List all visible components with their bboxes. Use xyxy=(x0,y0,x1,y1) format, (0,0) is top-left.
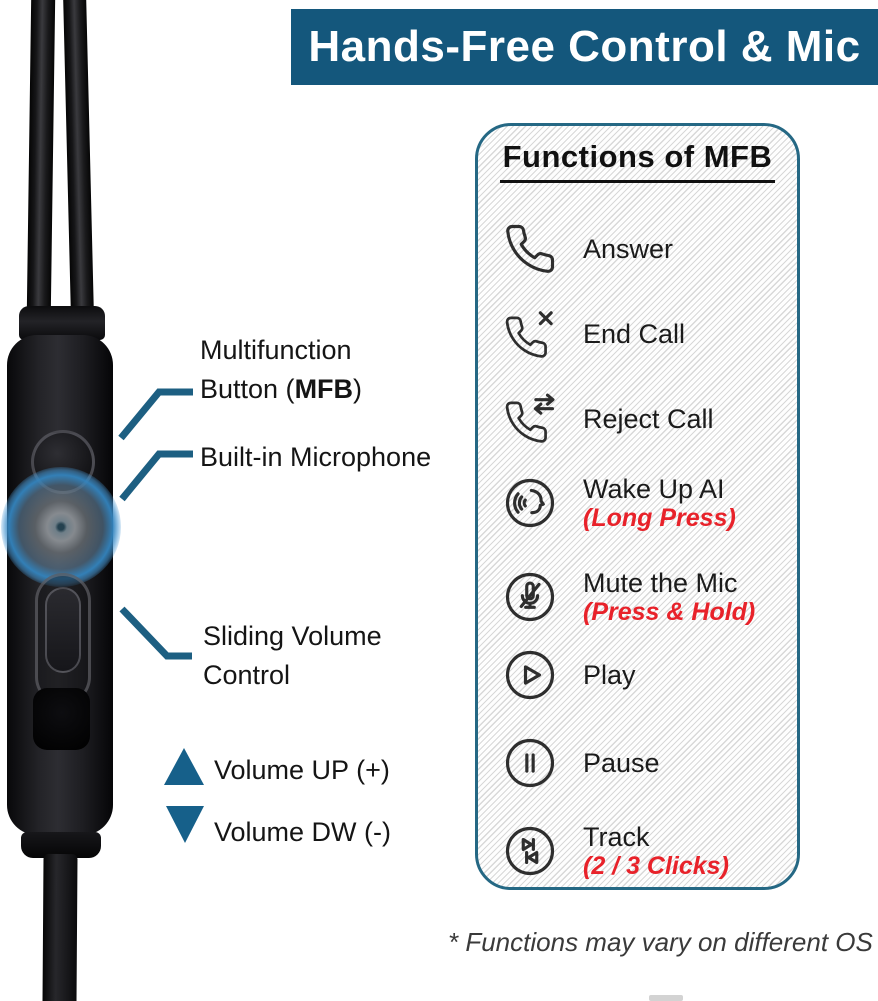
function-row-end-call: End Call xyxy=(503,307,685,361)
cable-right xyxy=(63,0,94,317)
volume-up-triangle-icon xyxy=(164,748,204,785)
callout-line-slider xyxy=(119,606,192,660)
phone-answer-icon xyxy=(506,224,555,273)
volume-markings-window xyxy=(33,688,90,750)
function-label: Mute the Mic xyxy=(583,568,738,598)
remote-bottom-collar xyxy=(21,832,101,858)
function-row-track: Track (2 / 3 Clicks) xyxy=(503,822,729,880)
function-row-answer: Answer xyxy=(503,222,673,276)
slider-label-line2: Control xyxy=(203,660,291,690)
function-label: Answer xyxy=(583,234,674,264)
cable-left xyxy=(26,0,56,317)
banner-title: Hands-Free Control & Mic xyxy=(308,22,861,71)
cable-bottom xyxy=(42,853,78,1001)
callout-line-mic xyxy=(119,450,193,502)
phone-reject-icon xyxy=(505,393,555,443)
panel-title: Functions of MFB xyxy=(475,139,800,183)
mfb-label-line2-pre: Button ( xyxy=(200,374,295,404)
phone-end-call-icon xyxy=(505,311,553,358)
mfb-label-line2-post: ) xyxy=(353,374,363,404)
slider-label: Sliding Volume Control xyxy=(203,617,382,695)
play-icon xyxy=(505,650,555,700)
function-row-play: Play xyxy=(503,648,636,702)
mfb-label: Multifunction Button (MFB) xyxy=(200,331,362,409)
microphone-label: Built-in Microphone xyxy=(200,442,432,472)
function-label: Play xyxy=(583,660,636,690)
mfb-label-line2-bold: MFB xyxy=(294,374,354,404)
voice-assistant-icon xyxy=(505,478,555,528)
volume-up-label: Volume UP (+) xyxy=(214,755,390,785)
title-banner: Hands-Free Control & Mic xyxy=(291,9,878,85)
pause-icon xyxy=(505,738,555,788)
cropped-bottom-shape xyxy=(649,995,683,1001)
function-label: Reject Call xyxy=(583,404,714,434)
function-note: (Long Press) xyxy=(583,504,736,532)
track-skip-icon xyxy=(505,826,555,876)
functions-panel xyxy=(475,123,800,890)
function-row-wake-up-ai: Wake Up AI (Long Press) xyxy=(503,474,736,532)
panel-title-text: Functions of MFB xyxy=(499,139,776,183)
mfb-label-line1: Multifunction xyxy=(200,335,352,365)
function-label: End Call xyxy=(583,319,686,349)
volume-down-label: Volume DW (-) xyxy=(214,817,392,847)
function-note: (Press & Hold) xyxy=(583,598,756,626)
function-label: Pause xyxy=(583,748,660,778)
function-row-reject-call: Reject Call xyxy=(503,392,714,446)
callout-line-mfb xyxy=(118,388,193,441)
slider-label-line1: Sliding Volume xyxy=(203,621,382,651)
function-row-mute-mic: Mute the Mic (Press & Hold) xyxy=(503,568,755,626)
function-row-pause: Pause xyxy=(503,736,660,790)
microphone-highlight-glow xyxy=(1,467,121,587)
function-note: (2 / 3 Clicks) xyxy=(583,852,729,880)
function-label: Wake Up AI xyxy=(583,474,725,504)
mute-mic-icon xyxy=(505,572,555,622)
footnote: * Functions may vary on different OS xyxy=(448,927,873,957)
volume-down-triangle-icon xyxy=(166,806,204,843)
function-label: Track xyxy=(583,822,650,852)
volume-slider-knob xyxy=(45,587,81,673)
cable-splitter-collar xyxy=(19,306,105,340)
